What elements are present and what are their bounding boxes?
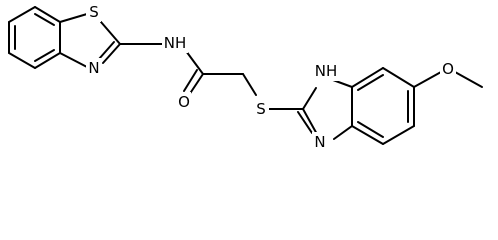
bond bbox=[8, 6, 36, 23]
bonds bbox=[8, 6, 483, 145]
bond bbox=[34, 13, 55, 26]
bond bbox=[357, 74, 384, 91]
svg-text:O: O bbox=[442, 60, 454, 78]
thioether-sulfur-atom-label: S bbox=[254, 99, 269, 119]
svg-text:N: N bbox=[314, 133, 325, 151]
methoxy-oxygen-atom-label: O bbox=[440, 59, 456, 79]
bond bbox=[34, 49, 55, 62]
bond bbox=[100, 21, 121, 45]
bond bbox=[185, 50, 204, 75]
svg-text:NH: NH bbox=[164, 34, 187, 52]
svg-text:S: S bbox=[256, 100, 266, 118]
atom-labels: S N NH O S NH N O bbox=[86, 2, 456, 152]
chemical-structure-diagram: S N NH O S NH N O bbox=[8, 2, 483, 152]
bond bbox=[188, 73, 204, 96]
bond bbox=[8, 52, 36, 69]
sulfur-atom-label: S bbox=[86, 2, 101, 22]
svg-text:S: S bbox=[89, 3, 99, 21]
svg-text:N: N bbox=[88, 59, 99, 77]
bond bbox=[183, 69, 198, 92]
bond bbox=[351, 125, 384, 145]
bond bbox=[98, 41, 115, 60]
bond bbox=[34, 6, 61, 23]
bond bbox=[454, 71, 483, 88]
bond bbox=[59, 52, 88, 68]
bond bbox=[34, 52, 61, 69]
bond bbox=[357, 121, 384, 138]
bond bbox=[102, 43, 121, 64]
bond bbox=[59, 13, 88, 23]
bond bbox=[302, 87, 317, 110]
carbonyl-oxygen-atom-label: O bbox=[176, 92, 191, 112]
bond bbox=[382, 67, 415, 88]
bond bbox=[297, 111, 313, 134]
svg-text:NH: NH bbox=[315, 62, 338, 80]
bond bbox=[351, 67, 384, 88]
bond bbox=[332, 79, 353, 88]
imidazole-nh-atom-label: NH bbox=[313, 61, 339, 81]
bond bbox=[382, 125, 415, 145]
bond bbox=[413, 71, 442, 88]
imidazole-nitrogen-atom-label: N bbox=[312, 132, 327, 152]
svg-text:O: O bbox=[178, 93, 190, 111]
bond bbox=[242, 73, 257, 96]
nitrogen-atom-label: N bbox=[86, 58, 101, 78]
bond bbox=[302, 108, 319, 137]
amide-nh-atom-label: NH bbox=[162, 33, 188, 53]
bond bbox=[333, 125, 353, 140]
